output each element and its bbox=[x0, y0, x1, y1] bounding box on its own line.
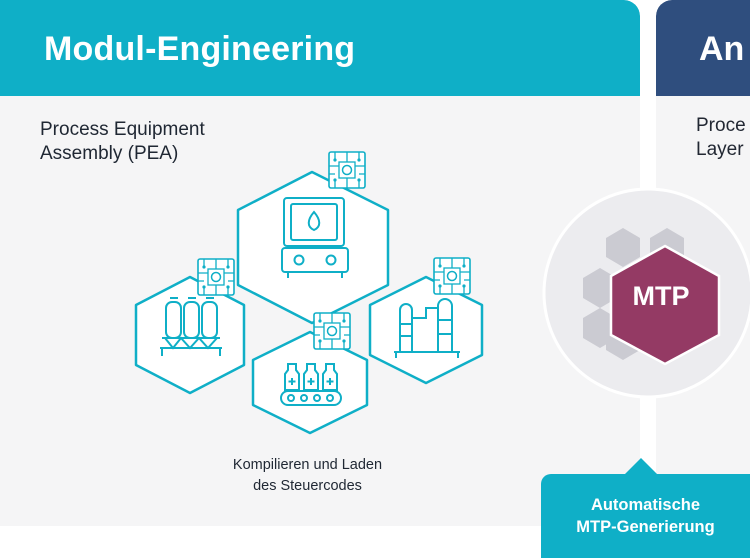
bottling-module bbox=[251, 312, 369, 435]
right-panel-title: An bbox=[699, 30, 745, 68]
bottling-module-icon bbox=[280, 363, 342, 406]
mtp-label: MTP bbox=[633, 281, 690, 311]
compile-caption: Kompilieren und Laden des Steuercodes bbox=[232, 457, 383, 494]
heating-module-icon bbox=[281, 197, 349, 278]
column-module bbox=[368, 257, 484, 385]
control-chip-icon-bottom bbox=[313, 312, 351, 350]
modul-engineering-title: Modul-Engineering bbox=[44, 30, 356, 68]
modul-engineering-header: Modul-Engineering bbox=[0, 0, 640, 96]
tank-module-icon bbox=[160, 297, 222, 356]
modul-engineering-panel: Modul-Engineering Process Equipment Asse… bbox=[0, 0, 640, 494]
pea-label: Process Equipment Assembly (PEA) bbox=[40, 119, 205, 164]
right-panel-header: An bbox=[656, 0, 750, 96]
heating-module bbox=[236, 151, 390, 325]
tank-module bbox=[134, 258, 246, 395]
mtp-generation-callout: Automatische MTP-Generierung bbox=[541, 474, 750, 558]
control-chip-icon-right bbox=[433, 257, 471, 295]
mtp-badge: MTP bbox=[542, 187, 750, 399]
mtp-generation-text: Automatische MTP-Generierung bbox=[576, 496, 715, 536]
callout-arrow bbox=[624, 458, 658, 475]
column-module-icon bbox=[394, 298, 460, 358]
control-chip-icon-left bbox=[197, 258, 235, 296]
right-panel-subtitle: Proce Layer bbox=[696, 115, 746, 160]
control-chip-icon-top bbox=[328, 151, 366, 189]
